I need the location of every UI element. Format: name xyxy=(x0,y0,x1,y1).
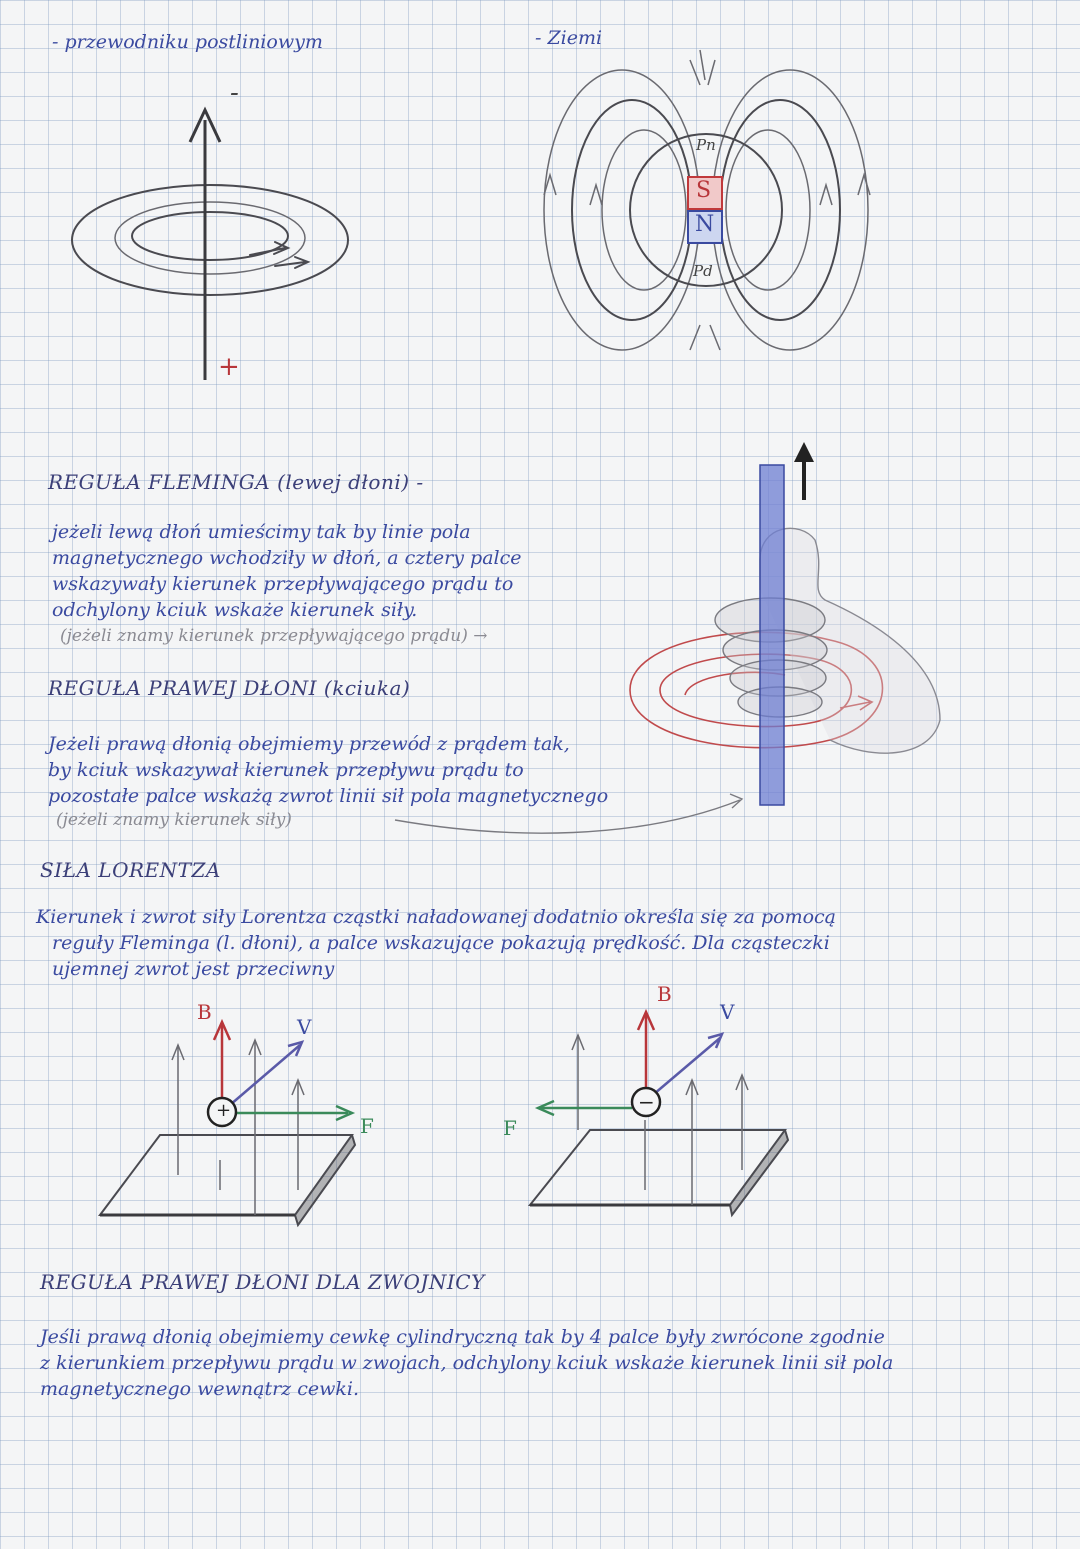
wire-plus-label: + xyxy=(218,352,240,382)
velocity-v-label: V xyxy=(297,1015,312,1039)
lorentz-heading: SIŁA LORENTZA xyxy=(40,858,221,882)
fleming-note: (jeżeli znamy kierunek przepływającego p… xyxy=(60,626,488,646)
positive-charge-symbol: + xyxy=(216,1100,232,1121)
lorentz-line: ujemnej zwrot jest przeciwny xyxy=(52,958,335,980)
right-hand-grip-diagram xyxy=(629,442,941,806)
north-geo-pole-label: Pn xyxy=(696,136,716,154)
wire-section-label: - przewodniku postliniowym xyxy=(52,31,323,53)
solenoid-line: z kierunkiem przepływu prądu w zwojach, … xyxy=(40,1352,894,1374)
fleming-line: jeżeli lewą dłoń umieścimy tak by linie … xyxy=(52,521,471,543)
lorentz-line: Kierunek i zwrot siły Lorentza cząstki n… xyxy=(36,906,837,928)
fleming-line: wskazywały kierunek przepływającego prąd… xyxy=(52,573,514,595)
velocity-v-label: V xyxy=(720,1000,735,1024)
magnetic-field-b-label: B xyxy=(657,982,672,1006)
fleming-line: odchylony kciuk wskaże kierunek siły. xyxy=(52,599,418,621)
right-hand-line: by kciuk wskazywał kierunek przepływu pr… xyxy=(48,759,524,781)
right-hand-line: pozostałe palce wskażą zwrot linii sił p… xyxy=(48,785,609,807)
right-hand-line: Jeżeli prawą dłonią obejmiemy przewód z … xyxy=(48,733,570,755)
magnetic-field-b-label: B xyxy=(197,1000,212,1024)
wire-minus-label: - xyxy=(230,78,239,108)
force-f-label: F xyxy=(503,1116,517,1140)
negative-charge-symbol: − xyxy=(638,1090,655,1114)
earth-magnetic-field-diagram xyxy=(543,49,871,351)
fleming-heading: REGUŁA FLEMINGA (lewej dłoni) - xyxy=(48,470,424,494)
solenoid-line: magnetycznego wewnątrz cewki. xyxy=(40,1378,360,1400)
right-hand-note: (jeżeli znamy kierunek siły) xyxy=(56,810,292,830)
earth-section-label: - Ziemi xyxy=(535,27,603,49)
note-pointer-arrows xyxy=(394,793,744,834)
fleming-line: magnetycznego wchodziły w dłoń, a cztery… xyxy=(52,547,522,569)
south-geo-pole-label: Pd xyxy=(693,262,713,280)
solenoid-heading: REGUŁA PRAWEJ DŁONI DLA ZWOJNICY xyxy=(40,1270,485,1294)
lorentz-line: reguły Fleminga (l. dłoni), a palce wska… xyxy=(52,932,830,954)
straight-wire-field-diagram xyxy=(71,106,349,380)
force-f-label: F xyxy=(360,1114,374,1138)
magnet-s-label: S xyxy=(696,178,712,203)
right-hand-heading: REGUŁA PRAWEJ DŁONI (kciuka) xyxy=(48,676,411,700)
positive-charge-lorentz-diagram xyxy=(98,1018,357,1228)
magnet-n-label: N xyxy=(695,212,715,237)
solenoid-line: Jeśli prawą dłonią obejmiemy cewkę cylin… xyxy=(40,1326,885,1348)
negative-charge-lorentz-diagram xyxy=(527,1008,790,1218)
